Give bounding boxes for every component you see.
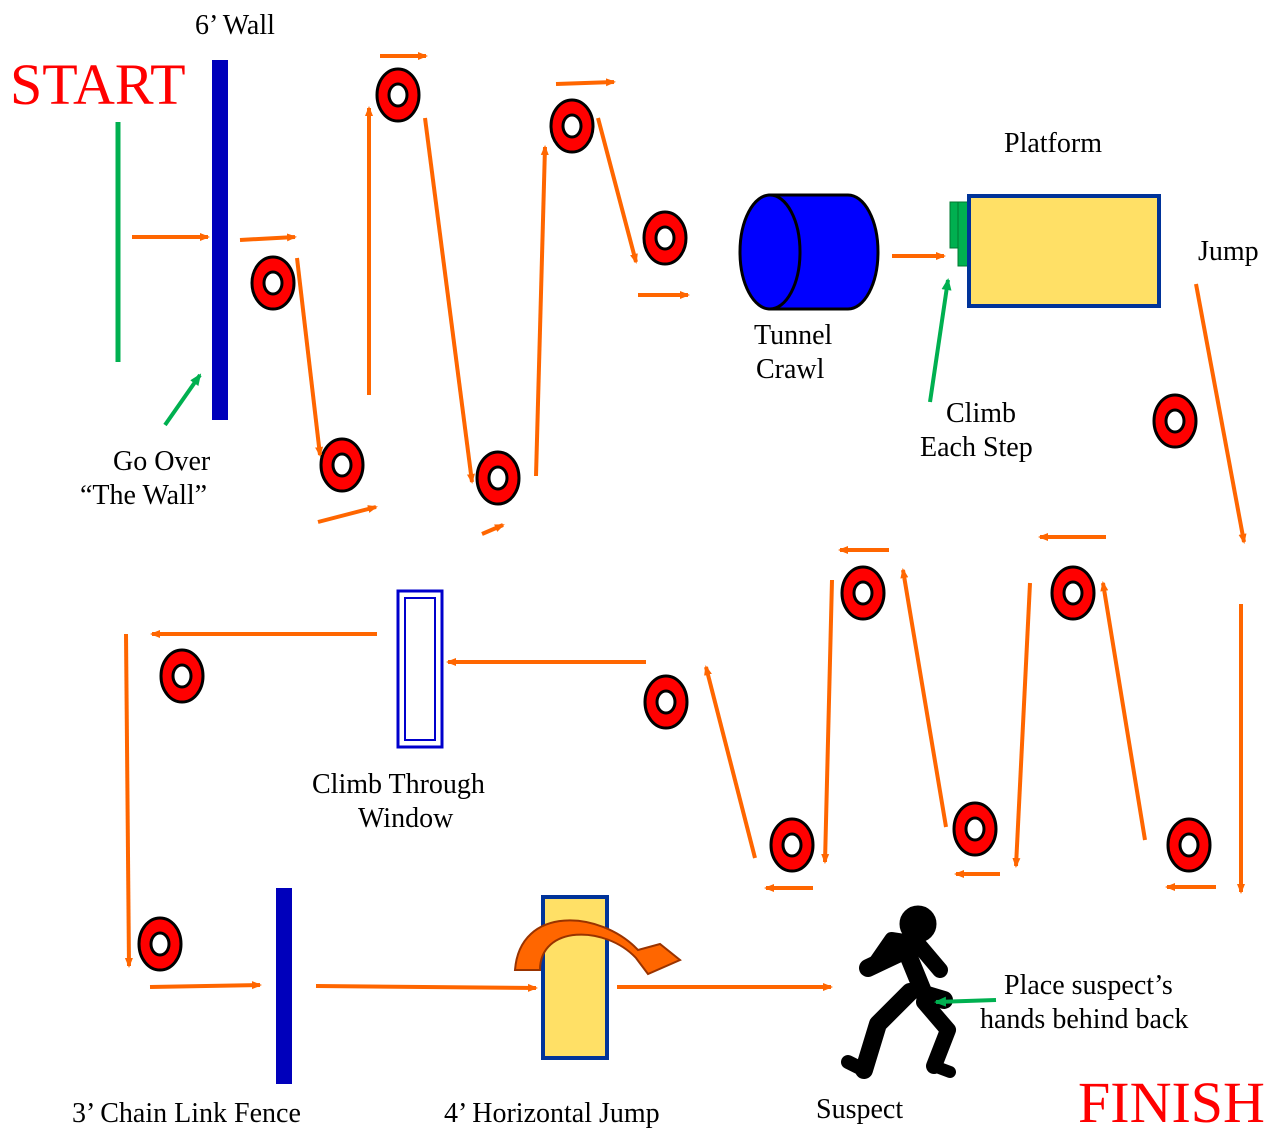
jump-label: Jump <box>1198 236 1259 267</box>
fence-label: 3’ Chain Link Fence <box>72 1098 301 1129</box>
window-obstacle <box>396 589 444 749</box>
cone-icon <box>840 565 886 621</box>
cone-icon <box>375 67 421 123</box>
six-foot-wall <box>212 60 228 420</box>
tunnel-icon <box>738 193 880 311</box>
path-arrow <box>481 523 505 536</box>
place-hands-label-line1: Place suspect’s <box>1004 970 1173 1001</box>
cone-icon <box>319 437 365 493</box>
path-arrow <box>555 78 616 87</box>
start-label: START <box>10 52 186 117</box>
cone-icon <box>642 210 688 266</box>
path-arrow <box>1012 582 1032 868</box>
go-over-pointer <box>163 373 202 427</box>
path-arrow <box>124 633 133 968</box>
cone-icon <box>952 801 998 857</box>
cone-icon <box>159 648 205 704</box>
path-arrow <box>1100 581 1147 841</box>
cone-icon <box>549 98 595 154</box>
climb-step-label-line2: Each Step <box>920 432 1033 463</box>
finish-label: FINISH <box>1078 1070 1265 1131</box>
path-arrow <box>423 117 475 484</box>
cone-icon <box>250 255 296 311</box>
window-label-line2: Window <box>358 803 454 834</box>
jump-over-curved-arrow <box>513 919 682 976</box>
tunnel-label-line1: Tunnel <box>754 320 833 351</box>
path-arrow <box>534 145 549 477</box>
path-arrow <box>239 233 297 242</box>
suspect-label: Suspect <box>816 1094 903 1125</box>
cones <box>137 67 1212 972</box>
platform-label: Platform <box>1004 128 1102 159</box>
place-hands-pointer <box>934 996 997 1007</box>
cone-icon <box>1050 565 1096 621</box>
path-arrow <box>704 665 757 859</box>
climb-step-label-line1: Climb <box>946 398 1016 429</box>
place-hands-label-line2: hands behind back <box>980 1004 1188 1035</box>
platform <box>967 194 1161 308</box>
cone-icon <box>643 674 689 730</box>
path-arrow <box>315 983 538 992</box>
path-arrow <box>295 257 324 457</box>
go-over-label-line1: Go Over <box>113 446 211 477</box>
cone-icon <box>769 817 815 873</box>
go-over-label-line2: “The Wall” <box>80 480 207 511</box>
path-arrow <box>317 505 378 524</box>
six-foot-wall-label: 6’ Wall <box>195 10 275 41</box>
path-arrow <box>596 117 638 264</box>
cone-icon <box>475 450 521 506</box>
path-arrow <box>1194 283 1247 544</box>
cone-icon <box>1152 393 1198 449</box>
path-arrow <box>821 579 834 864</box>
suspect-running-figure-icon <box>841 905 956 1079</box>
window-label-line1: Climb Through <box>312 769 485 800</box>
course-path-arrows <box>124 52 1247 992</box>
path-arrow <box>149 981 262 990</box>
path-arrow <box>900 568 948 828</box>
cone-icon <box>1166 817 1212 873</box>
chain-link-fence <box>276 888 292 1084</box>
cone-icon <box>137 916 183 972</box>
horizontal-jump-label: 4’ Horizontal Jump <box>444 1098 660 1129</box>
tunnel-label-line2: Crawl <box>756 354 825 385</box>
climb-step-pointer <box>928 278 952 403</box>
